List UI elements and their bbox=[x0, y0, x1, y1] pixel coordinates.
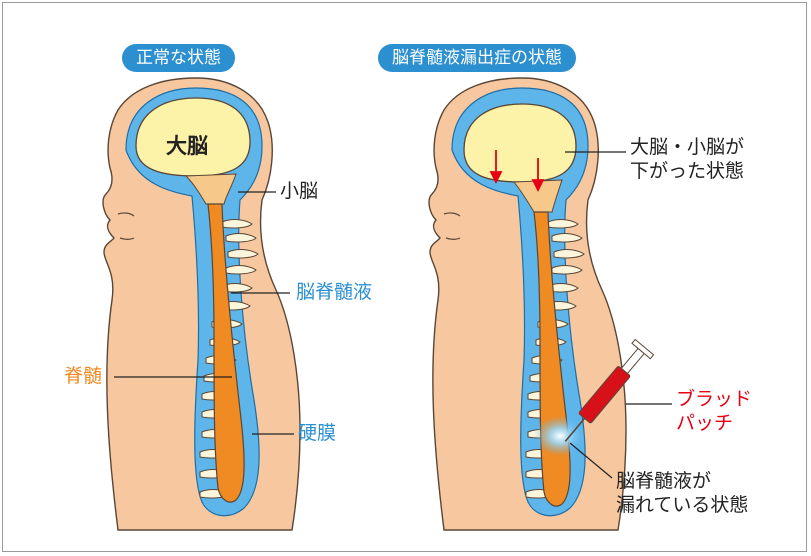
brain-lowered-line1: 大脳・小脳が bbox=[630, 136, 744, 160]
blood-patch-line2: パッチ bbox=[676, 412, 752, 436]
normal-state-title: 正常な状態 bbox=[122, 44, 235, 72]
dura-label: 硬膜 bbox=[298, 422, 336, 446]
spinal-cord-label: 脊髄 bbox=[64, 365, 102, 389]
csf-leaking-label: 脳脊髄液が 漏れている状態 bbox=[616, 470, 748, 518]
csf-leaking-line1: 脳脊髄液が bbox=[616, 470, 748, 494]
blood-patch-label: ブラッド パッチ bbox=[676, 388, 752, 436]
blood-patch-line1: ブラッド bbox=[676, 388, 752, 412]
brain-lowered-label: 大脳・小脳が 下がった状態 bbox=[630, 136, 744, 184]
brain-lowered-line2: 下がった状態 bbox=[630, 160, 744, 184]
csf-leaking-line2: 漏れている状態 bbox=[616, 494, 748, 518]
cerebellum-label: 小脳 bbox=[280, 180, 318, 204]
csf-label: 脳脊髄液 bbox=[296, 281, 372, 305]
csf-leak-state-title: 脳脊髄液漏出症の状態 bbox=[378, 44, 576, 72]
cerebrum-label: 大脳 bbox=[166, 133, 208, 159]
